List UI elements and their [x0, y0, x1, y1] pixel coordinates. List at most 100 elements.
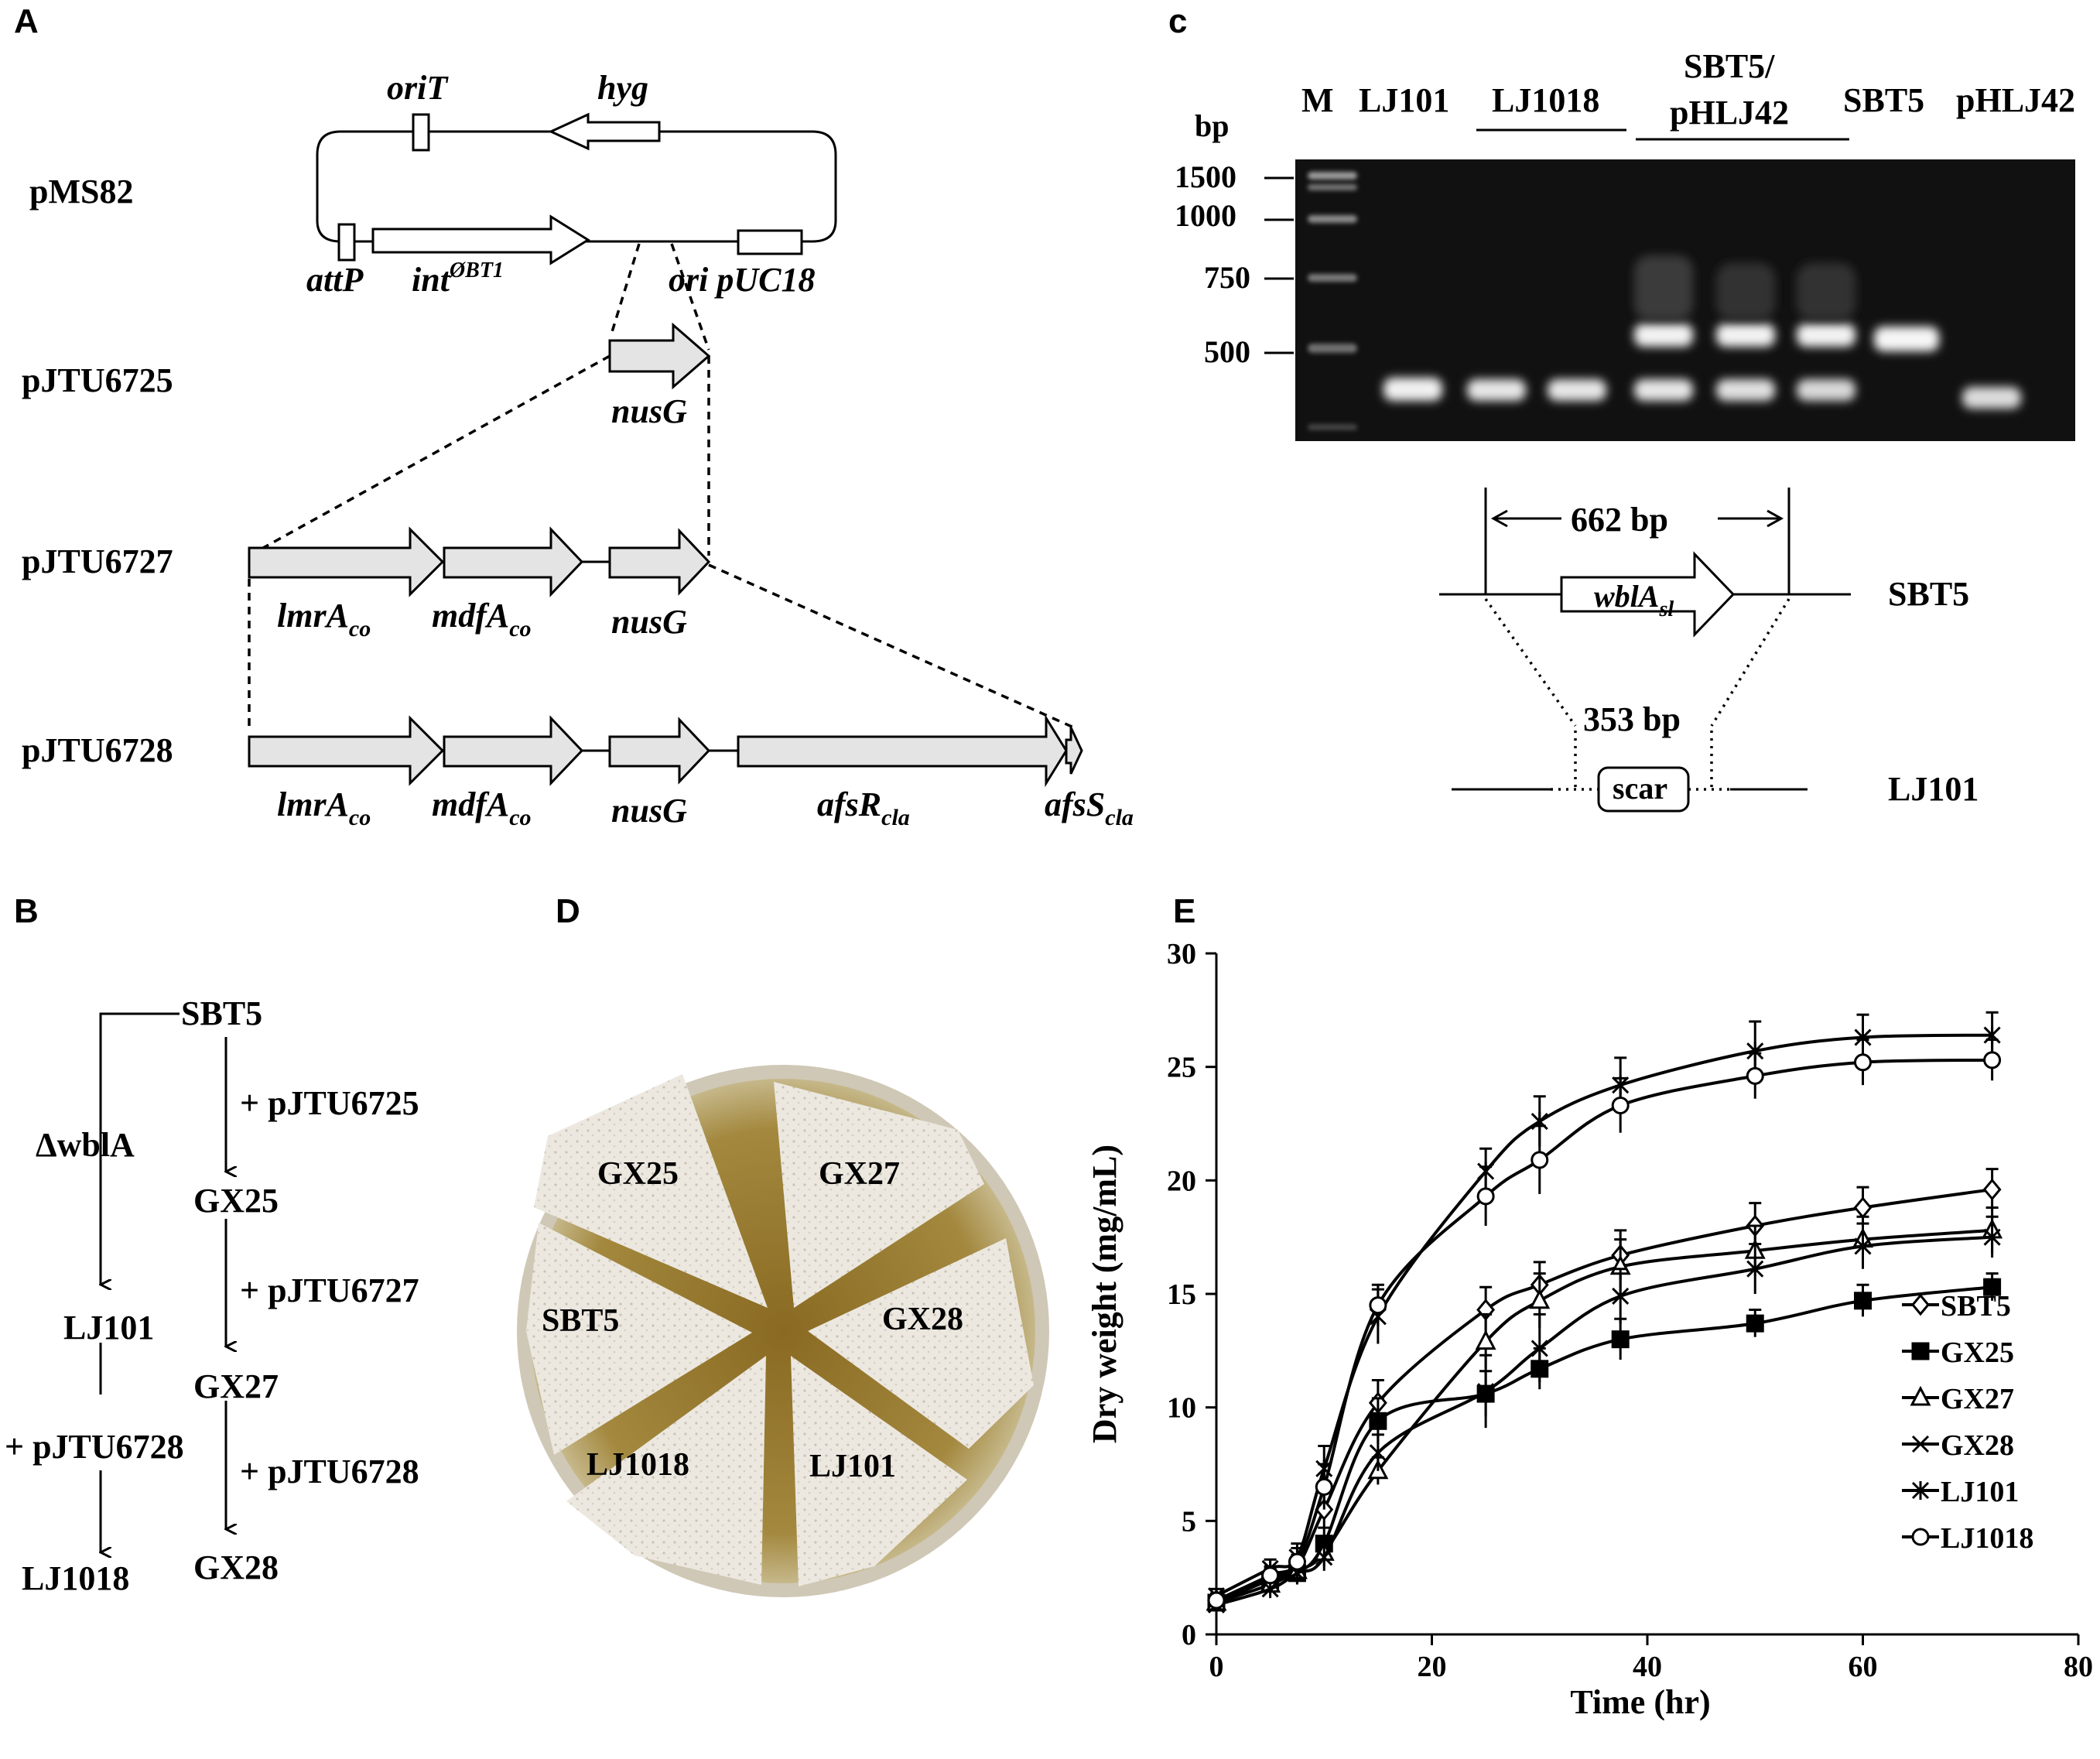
legend-marker: [1911, 1481, 1930, 1500]
lmra-arrow: [248, 526, 445, 597]
series-gx28: [1207, 1215, 2001, 1614]
int-arrow: [371, 214, 590, 265]
x-tick-label: 80: [2064, 1651, 2093, 1683]
legend-item-lj1018: LJ1018: [1902, 1522, 2033, 1555]
x-tick-label: 40: [1633, 1651, 1662, 1683]
legend-item-gx28: GX28: [1902, 1429, 2014, 1462]
panel-letter-d: D: [556, 892, 580, 930]
panel-d: D GX25 GX27 GX28 LJ101 LJ1018 SBT5: [517, 892, 1049, 1597]
lane-sbt5: SBT5: [1843, 81, 1924, 119]
data-point: [1746, 1066, 1764, 1085]
data-point: [1475, 1330, 1496, 1350]
nusg-arrow-3: [608, 717, 711, 785]
legend-label: GX28: [1941, 1429, 2014, 1462]
lmra-arrow-2: [248, 715, 445, 786]
sector-gx25: [534, 1074, 768, 1308]
node-lj1018: LJ1018: [22, 1559, 129, 1597]
nusg-arrow-2: [608, 528, 711, 596]
sector-sbt5: [526, 1223, 752, 1455]
y-tick-label: 0: [1182, 1619, 1196, 1651]
legend-marker: [1911, 1528, 1930, 1546]
ori-box: [737, 229, 803, 255]
hyg-label: hyg: [597, 69, 648, 107]
strain-sbt5: SBT5: [1888, 575, 1969, 613]
data-point: [1315, 1477, 1333, 1496]
panel-letter-c: c: [1168, 2, 1187, 40]
orit-label: oriT: [387, 69, 449, 107]
lane-m: M: [1301, 81, 1334, 119]
sector-label-gx28: GX28: [882, 1302, 963, 1337]
data-point: [1982, 1178, 2002, 1201]
data-point: [1476, 1187, 1495, 1206]
data-point: [1854, 1053, 1872, 1072]
y-tick-label: 5: [1182, 1505, 1196, 1538]
data-point: [1746, 1314, 1764, 1333]
node-lj101: LJ101: [63, 1309, 154, 1347]
mdfa-arrow-2: [443, 715, 584, 786]
legend-label: LJ1018: [1941, 1522, 2033, 1555]
data-point: [1853, 1196, 1873, 1219]
data-point: [1369, 1296, 1387, 1315]
sector-gx27: [774, 1082, 984, 1308]
y-tick-label: 15: [1167, 1278, 1196, 1311]
bp-unit: bp: [1195, 108, 1230, 143]
data-point: [1369, 1412, 1387, 1430]
orit-box: [412, 113, 430, 152]
sector-label-sbt5: SBT5: [542, 1303, 619, 1339]
panel-letter-a: A: [14, 2, 39, 40]
legend-label: SBT5: [1941, 1290, 2011, 1323]
legend-marker: [1911, 1342, 1930, 1360]
legend-item-lj101: LJ101: [1902, 1476, 2019, 1508]
data-point: [1369, 1444, 1387, 1462]
plasmid-label-pjtu6728: pJTU6728: [22, 731, 173, 769]
legend-marker: [1911, 1293, 1930, 1316]
lane-lj101: LJ101: [1359, 81, 1449, 119]
legend-label: GX27: [1941, 1383, 2014, 1415]
data-point: [1477, 1383, 1495, 1401]
lane-phlj42-b: pHLJ42: [1956, 81, 2075, 119]
series-line: [1216, 1033, 1992, 1597]
nusg-label-3: nusG: [611, 792, 687, 830]
pjtu6725-map: nusG: [608, 322, 711, 430]
data-point: [1983, 1228, 2001, 1246]
data-point: [1261, 1580, 1279, 1598]
int-label-sup: ØBT1: [449, 258, 504, 282]
panel-letter-b: B: [14, 892, 39, 930]
lane-lj1018: LJ1018: [1492, 81, 1599, 119]
y-axis-label: Dry weight (mg/mL): [1086, 1145, 1124, 1443]
series-lj1018: [1207, 1038, 2002, 1610]
gel-bands: [1308, 172, 2021, 430]
data-point: [1315, 1549, 1333, 1566]
panel-a: A pMS82 pJTU6725 pJTU6727 pJTU6728 oriT …: [14, 2, 1134, 830]
y-tick-label: 30: [1167, 938, 1196, 970]
lmra-label: lmrAco: [277, 597, 371, 642]
data-point: [1207, 1591, 1226, 1610]
data-point: [1288, 1552, 1306, 1571]
data-point: [1983, 1051, 2002, 1069]
strain-lj101: LJ101: [1888, 770, 1979, 808]
sector-lj1018: [566, 1356, 766, 1585]
step-pjtu6725: + pJTU6725: [240, 1084, 419, 1122]
step-pjtu6728-a: + pJTU6728: [240, 1453, 419, 1490]
x-tick-label: 60: [1849, 1651, 1878, 1683]
int-label-main: int: [412, 261, 451, 299]
data-point: [1854, 1237, 1872, 1255]
legend-marker: [1911, 1435, 1930, 1453]
panel-c: c M LJ101 LJ1018 SBT5/ pHLJ42 SBT5 pHLJ4…: [1168, 2, 2075, 813]
plasmid-label-pjtu6725: pJTU6725: [22, 361, 173, 399]
marker-1500: 1500: [1175, 159, 1236, 194]
node-gx28: GX28: [193, 1549, 279, 1586]
lmra-label-2: lmrAco: [277, 785, 371, 830]
data-point: [1611, 1097, 1630, 1115]
x-axis-label: Time (hr): [1570, 1683, 1710, 1721]
marker-1000: 1000: [1175, 198, 1236, 233]
deletion-schematic: 662 bp wblAsl SBT5 353 bp scar LJ101: [1439, 488, 1979, 813]
y-tick-label: 25: [1167, 1052, 1196, 1084]
wbla-label: wblAsl: [1594, 579, 1674, 621]
mdfa-arrow: [443, 526, 584, 597]
afsr-arrow: [737, 714, 1068, 788]
sector-gx28: [808, 1238, 1034, 1449]
